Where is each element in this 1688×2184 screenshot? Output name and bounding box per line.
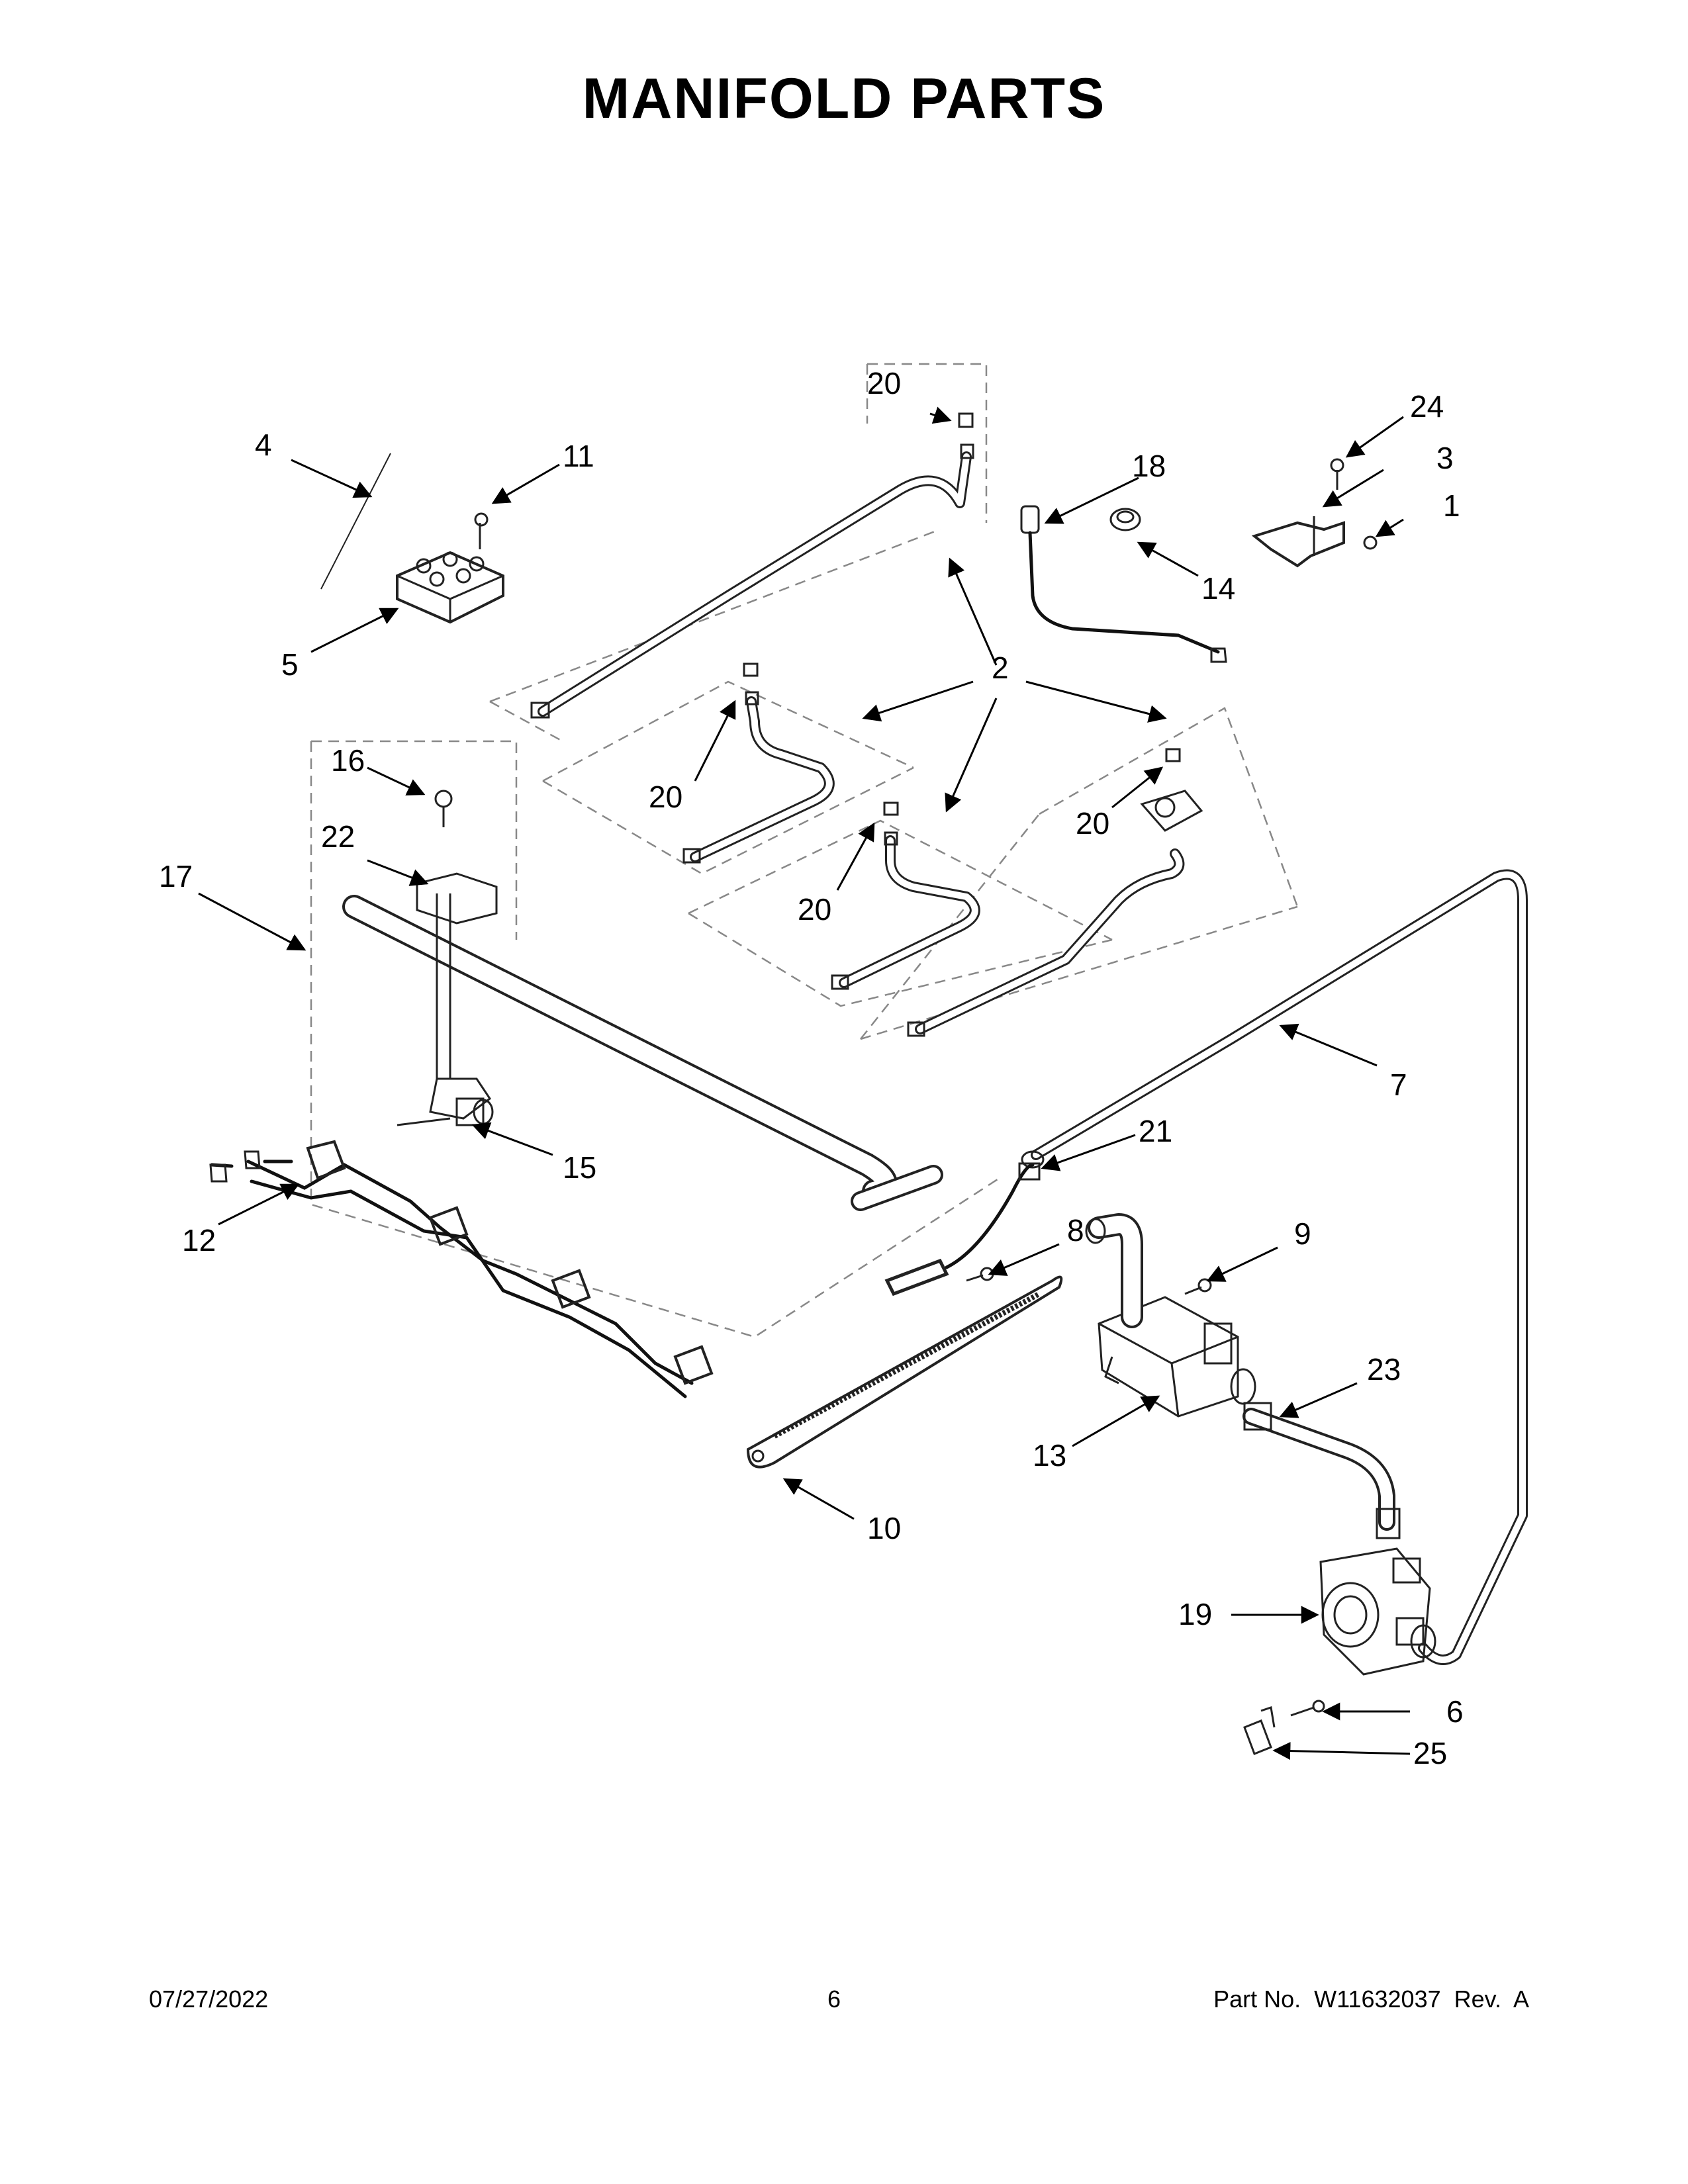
regulator-mount-bracket	[1251, 458, 1378, 568]
callout-7: 7	[1390, 1068, 1407, 1102]
callout-24: 24	[1410, 389, 1444, 424]
callout-15: 15	[563, 1150, 596, 1185]
callout-4: 4	[255, 428, 272, 462]
spark-electrode	[1020, 505, 1227, 663]
regulator-bracket	[1243, 1700, 1325, 1755]
manifold-pipe	[342, 895, 943, 1211]
safety-valve-assembly	[1085, 1213, 1256, 1418]
callout-16: 16	[331, 743, 365, 778]
callout-22: 22	[321, 819, 355, 854]
footer-date: 07/27/2022	[149, 1985, 269, 2013]
callout-13: 13	[1033, 1438, 1066, 1473]
page-title: MANIFOLD PARTS	[582, 67, 1106, 130]
callout-18: 18	[1132, 449, 1166, 483]
callout-25: 25	[1413, 1736, 1447, 1770]
callout-5: 5	[281, 647, 299, 682]
callout-10: 10	[867, 1511, 901, 1545]
terminal-block	[320, 453, 504, 624]
pressure-regulator	[1319, 1547, 1431, 1676]
bake-igniter	[884, 1162, 1041, 1297]
callout-19: 19	[1178, 1597, 1212, 1631]
callout-8: 8	[1067, 1213, 1084, 1248]
footer-page-number: 6	[827, 1985, 841, 2013]
callout-labels: 4 11 5 20 2 20 20 20 18 14 24 3 1 16 22 …	[159, 366, 1464, 1770]
burner-tube-middle-right	[831, 801, 980, 990]
callout-1: 1	[1443, 488, 1460, 523]
callout-21: 21	[1139, 1114, 1172, 1148]
callout-17: 17	[159, 859, 193, 893]
callout-3: 3	[1436, 441, 1454, 475]
surface-valve-assembly	[397, 790, 498, 1126]
callout-20: 20	[649, 780, 682, 814]
bake-burner	[746, 1275, 1063, 1469]
callout-14: 14	[1201, 571, 1235, 606]
burner-tube-middle-left	[682, 662, 835, 864]
burner-tube-right	[907, 748, 1203, 1037]
callout-11: 11	[563, 439, 594, 473]
callout-12: 12	[182, 1223, 216, 1257]
callout-2: 2	[992, 651, 1009, 685]
gas-line	[1021, 869, 1528, 1665]
igniter-switch-harness	[209, 1140, 714, 1398]
footer-part-number: Part No. W11632037 Rev. A	[1213, 1985, 1529, 2013]
callout-20: 20	[798, 892, 831, 927]
leader-arrows	[198, 406, 1411, 1760]
dashed-outlines	[310, 363, 1299, 1338]
burner-tube-top	[530, 412, 974, 719]
flex-hose	[1243, 1402, 1401, 1539]
callout-9: 9	[1294, 1216, 1311, 1251]
screws	[966, 1267, 1212, 1295]
callout-20: 20	[867, 366, 901, 400]
callout-6: 6	[1446, 1694, 1464, 1729]
callout-23: 23	[1367, 1352, 1401, 1387]
callout-20: 20	[1076, 806, 1109, 841]
